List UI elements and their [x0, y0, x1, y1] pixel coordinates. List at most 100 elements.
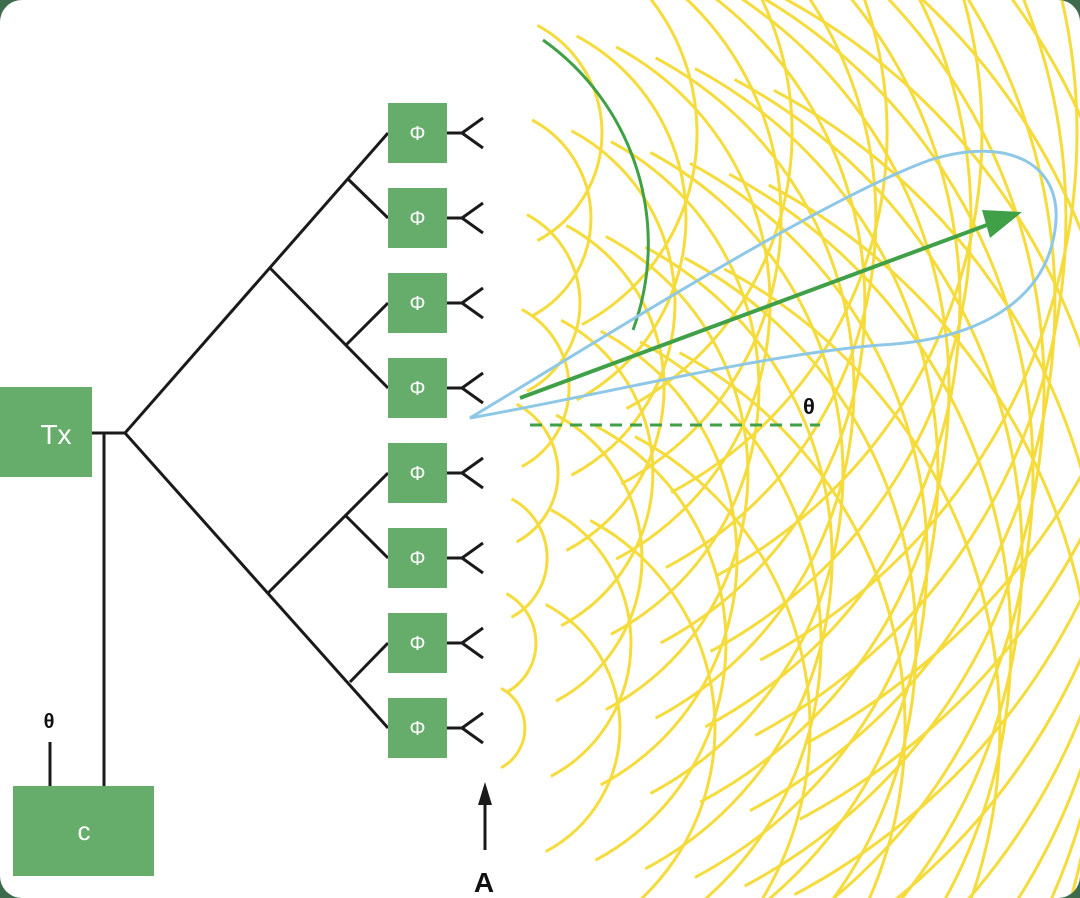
controller-theta-label: θ	[44, 711, 55, 733]
reference-wavefront-arc	[542, 38, 650, 331]
wavefront-arc	[521, 308, 571, 468]
wavefront-arc	[639, 340, 823, 898]
wavefront-arc	[699, 0, 951, 804]
wavefront-arc	[744, 0, 1046, 888]
phase-shifter-4: Φ	[388, 358, 484, 418]
wavefront-arc	[505, 592, 538, 694]
wavefront-arc	[665, 0, 878, 569]
wavefront-arc	[920, 0, 1080, 898]
wavefront-arc	[610, 140, 761, 636]
dipole-antenna-icon	[447, 116, 484, 150]
dipole-antenna-icon	[447, 626, 484, 660]
phase-shifter-8: Φ	[388, 698, 484, 758]
wavefront-arc	[783, 0, 1080, 898]
wavefront-arc	[895, 0, 1080, 898]
arrowhead-icon	[982, 210, 1022, 238]
wavefront-arc	[526, 213, 582, 393]
wavefront-arc	[678, 351, 907, 898]
wavefront-arc	[798, 536, 1080, 821]
transmitter-label: Tx	[40, 419, 71, 450]
controller-label: c	[78, 816, 91, 846]
dipole-antenna-icon	[447, 711, 484, 745]
wavefront-arc	[599, 329, 739, 787]
wavefront-arc	[581, 0, 699, 326]
tree-branch	[346, 177, 390, 220]
wavefront-arc	[683, 256, 918, 898]
controller-block: c	[13, 786, 154, 876]
phase-shifter-3: Φ	[388, 273, 484, 333]
tree-branch	[344, 301, 390, 347]
wavefront-arc	[544, 603, 622, 853]
wavefront-arc	[793, 0, 1080, 896]
wavefront-arc	[531, 118, 593, 318]
phase-shifter-block	[388, 188, 447, 248]
phase-shifter-label: Φ	[410, 208, 426, 230]
wavefront-arc	[728, 172, 1013, 898]
wavefront-arc	[733, 78, 1024, 898]
wavefront-arc	[759, 0, 1079, 662]
phase-shifter-6: Φ	[388, 528, 484, 588]
wavefront-arc	[767, 183, 1080, 898]
wavefront-arc	[649, 151, 845, 795]
wavefront-arc	[659, 0, 867, 645]
phase-shifter-label: Φ	[410, 633, 426, 655]
phase-shifter-block	[388, 103, 447, 163]
beam-angle-label: θ	[803, 394, 815, 419]
wavefront-arc	[634, 435, 812, 898]
beam-lobe	[469, 149, 1058, 420]
wavefront-arc	[605, 235, 750, 711]
dipole-antenna-icon	[447, 286, 484, 320]
steering-arrow	[519, 210, 1022, 400]
phase-shifter-block	[388, 528, 447, 588]
wavefront-arc	[694, 67, 940, 879]
phase-shifter-block	[388, 613, 447, 673]
wavefront-arc	[773, 88, 1080, 898]
dipole-antenna-icon	[447, 456, 484, 490]
wavefront-arc	[575, 34, 688, 402]
wavefront-arc	[515, 402, 560, 544]
wavefront-arc	[754, 0, 1068, 737]
tree-branch	[266, 471, 390, 595]
wavefront-arc	[565, 224, 666, 552]
tree-branch	[268, 266, 390, 390]
tree-branch	[348, 641, 390, 684]
phase-shifter-7: Φ	[388, 613, 484, 673]
phase-shifter-label: Φ	[410, 293, 426, 315]
dipole-antenna-icon	[447, 201, 484, 235]
dipole-antenna-icon	[447, 371, 484, 405]
feed-network	[48, 132, 487, 850]
phase-shifter-block	[388, 698, 447, 758]
transmitter-block: Tx	[0, 387, 92, 477]
phase-shifter-label: Φ	[410, 718, 426, 740]
wavefront-arc	[536, 23, 604, 243]
tree-branch	[344, 514, 390, 560]
wavefront-arc	[723, 267, 1002, 898]
wavefront-arc	[560, 318, 655, 628]
dipole-antenna-icon	[447, 541, 484, 575]
wavefront-arc	[550, 508, 633, 778]
wavefront-arc	[625, 0, 794, 410]
phase-shifter-block	[388, 443, 447, 503]
phase-shifter-2: Φ	[388, 188, 484, 248]
wavefront-arc	[589, 519, 717, 898]
phase-shifter-label: Φ	[410, 548, 426, 570]
phase-shifter-label: Φ	[410, 123, 426, 145]
wavefront-arcs	[500, 0, 1080, 898]
wavefront-arc	[510, 497, 549, 619]
wavefront-arc	[570, 129, 677, 477]
phase-shifter-block	[388, 358, 447, 418]
phase-shifter-5: Φ	[388, 443, 484, 503]
array-axis-label: A	[474, 867, 494, 898]
tree-branch	[123, 132, 390, 434]
tree-branch	[123, 432, 390, 729]
wavefront-arc	[615, 45, 772, 561]
wavefront-arc	[654, 56, 856, 720]
up-arrow-icon	[478, 782, 492, 805]
wavefront-arc	[804, 474, 1080, 746]
wavefront-arc	[500, 686, 527, 770]
phase-shifter-block	[388, 273, 447, 333]
phase-shifter-1: Φ	[388, 103, 484, 163]
